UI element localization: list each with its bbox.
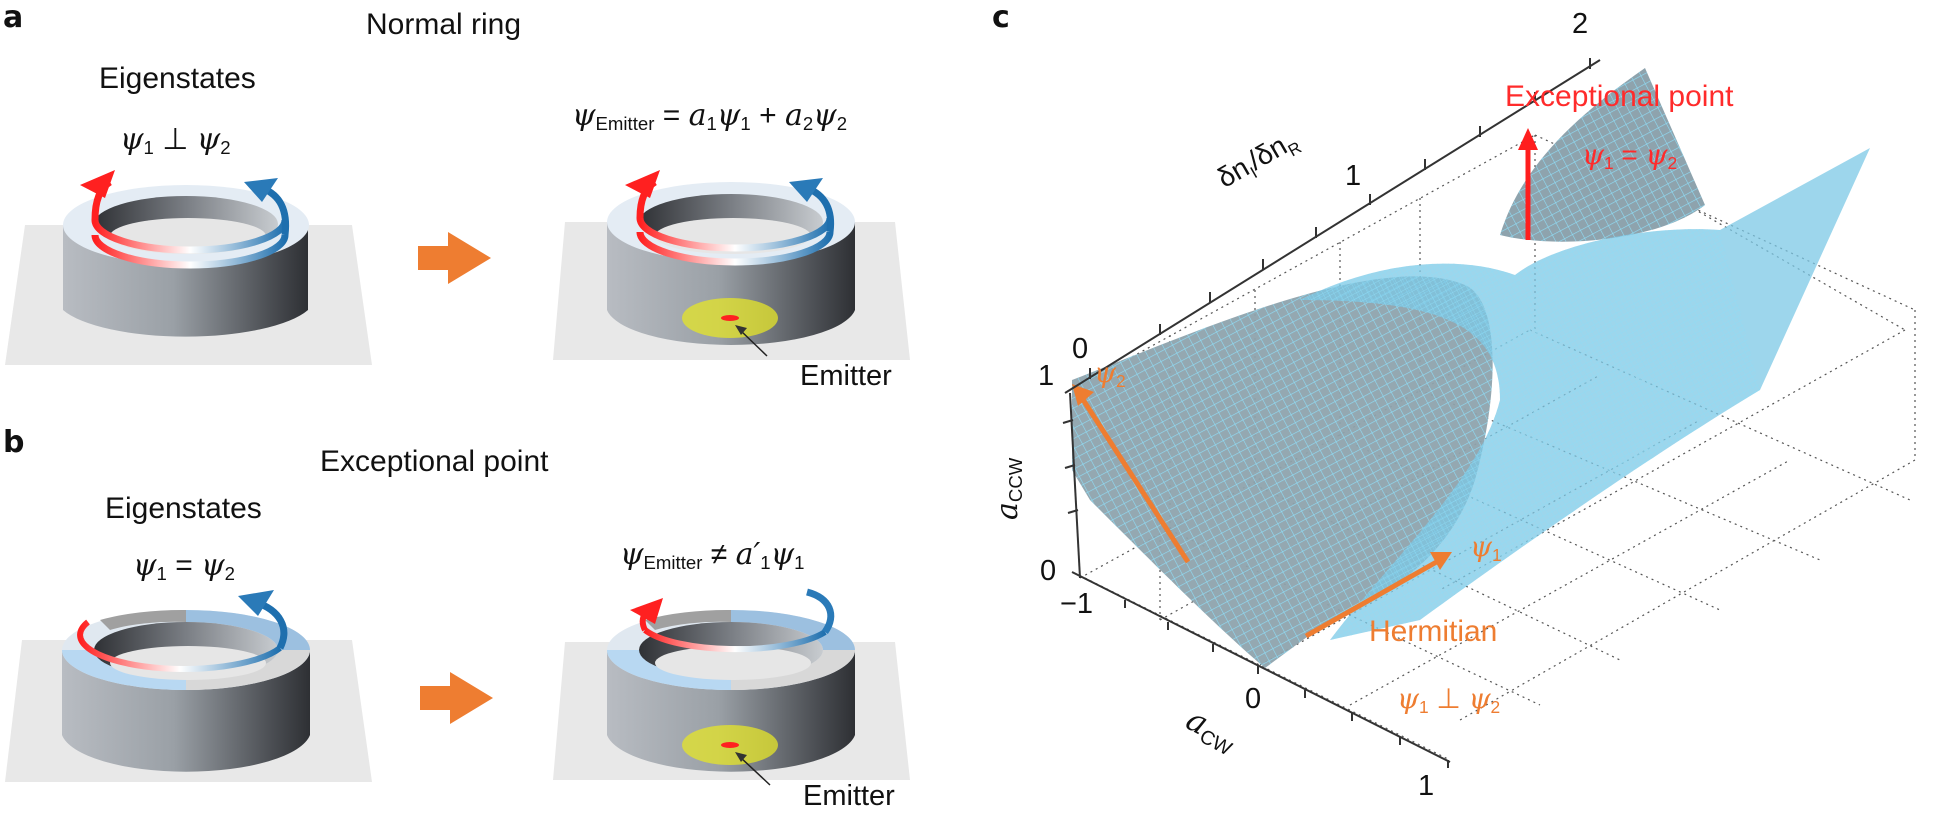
- panel-c-accw-axis-label: aCCW: [990, 457, 1027, 520]
- panel-b-ring-with-emitter-diagram: [553, 588, 910, 786]
- panel-a-normal-ring-diagram: [5, 170, 372, 365]
- panel-b-eigen-relation: ψ1 = ψ2: [133, 548, 235, 585]
- panel-a-title: Normal ring: [366, 8, 522, 41]
- panel-a-emitter-label: Emitter: [800, 360, 892, 392]
- panel-b-exceptional-ring-diagram: [5, 590, 372, 782]
- panel-b-emitter-equation: ψEmitter ≠ a′1ψ1: [620, 537, 805, 574]
- panel-c-exceptional-point-label: Exceptional point: [1505, 80, 1734, 113]
- panel-c-ep-relation: ψ1 = ψ2: [1582, 138, 1678, 173]
- panel-c-acw-tick-neg1: −1: [1060, 588, 1094, 620]
- panel-c-accw-tick-0: 0: [1040, 555, 1057, 587]
- panel-b-emitter-label: Emitter: [803, 780, 895, 812]
- panel-b-label: b: [3, 425, 25, 460]
- panel-a-label: a: [3, 0, 24, 35]
- panel-c-psi2-vector-label: ψ2: [1094, 356, 1126, 391]
- panel-a-ring-with-emitter-diagram: [553, 170, 910, 360]
- panel-a-emitter-equation: ψEmitter = a1ψ1 + a2ψ2: [572, 98, 848, 135]
- panel-c-hermitian-relation: ψ1 ⊥ ψ2: [1397, 682, 1501, 717]
- panel-b-eigenstates-heading: Eigenstates: [105, 492, 262, 525]
- panel-c-dn-tick-1: 1: [1345, 160, 1362, 192]
- panel-a-eigenstates-heading: Eigenstates: [99, 62, 256, 95]
- panel-c-axes: [1064, 59, 1601, 763]
- panel-a-eigen-relation: ψ1 ⊥ ψ2: [120, 122, 231, 159]
- panel-b-transition-arrow-icon: [420, 672, 493, 724]
- panel-c-label: c: [992, 0, 1010, 35]
- panel-a-transition-arrow-icon: [418, 232, 491, 284]
- panel-c-acw-tick-0: 0: [1245, 683, 1262, 715]
- panel-c-psi1-vector-label: ψ1: [1470, 530, 1502, 565]
- panel-c-dn-tick-2: 2: [1572, 8, 1589, 40]
- panel-c-acw-tick-1: 1: [1418, 770, 1435, 802]
- panel-c-hermitian-label: Hermitian: [1369, 615, 1498, 648]
- panel-c-accw-tick-1: 1: [1038, 360, 1055, 392]
- panel-c-dn-tick-0: 0: [1072, 333, 1089, 365]
- panel-b-title: Exceptional point: [320, 445, 549, 478]
- panel-c-3d-surface-plot: [1062, 58, 1916, 768]
